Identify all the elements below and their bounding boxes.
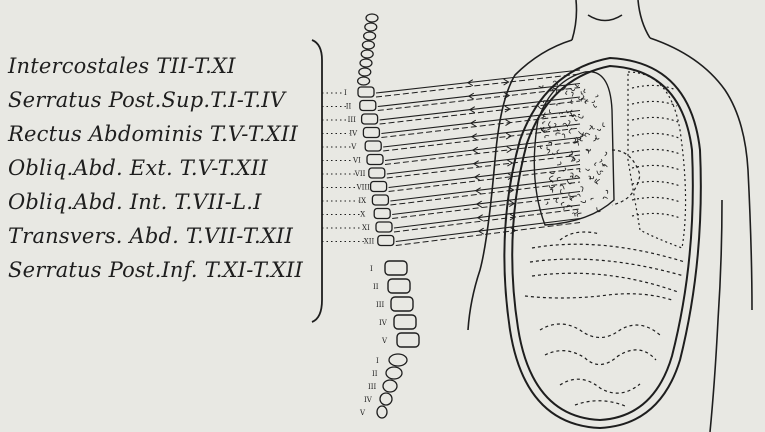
vertebra-numeral: I — [376, 357, 379, 365]
lung-right — [628, 72, 686, 248]
intercostal-nerve-dashed — [385, 142, 580, 165]
vertebra-numeral: VI — [352, 157, 361, 165]
cervical-vertebra — [358, 77, 370, 85]
heart — [612, 150, 640, 205]
intercostal-nerve — [387, 151, 580, 174]
right-flank — [710, 200, 722, 432]
intercostal-nerve — [389, 165, 580, 188]
sacral-vertebra — [380, 393, 392, 405]
left-shoulder — [495, 40, 572, 160]
sacral-vertebra — [386, 367, 402, 379]
lumbar-vertebra — [385, 261, 407, 275]
cervical-vertebra — [359, 68, 371, 76]
thoracic-vertebra — [374, 209, 390, 219]
vertebra-numeral: V — [381, 337, 388, 345]
vertebra-numerals: IIIIIIIVVVIVIIVIIIIXXXIXIIIIIIIIIVVIIIII… — [344, 89, 388, 417]
vertebra-numeral: III — [348, 116, 357, 124]
vertebra-numeral: I — [344, 89, 347, 97]
cervical-vertebra — [366, 14, 378, 22]
intercostal-nerve — [378, 84, 580, 107]
cervical-vertebra — [364, 32, 376, 40]
thoracic-vertebra — [358, 87, 374, 97]
thoracic-vertebra — [360, 101, 376, 111]
lumbar-vertebra — [391, 297, 413, 311]
cervical-vertebra — [360, 59, 372, 67]
arrow-right-icon — [507, 160, 512, 166]
vertebra-numeral: X — [360, 211, 365, 219]
lumbar-vertebra — [388, 279, 410, 293]
thoracic-vertebra — [365, 141, 381, 151]
intercostal-nerve-dashed — [383, 128, 580, 151]
thoracic-vertebra — [376, 222, 392, 232]
vertebra-numeral: V — [359, 409, 366, 417]
intercostal-nerve-dashed — [387, 155, 580, 178]
cavity-outer — [504, 58, 700, 428]
sacral-vertebra — [377, 406, 387, 418]
vertebra-numeral: I — [370, 265, 373, 273]
intercostal-nerve-dashed — [392, 196, 580, 219]
neck-right — [638, 0, 650, 38]
left-flank — [468, 160, 495, 330]
sacral-vertebra — [383, 380, 397, 392]
vertebra-numeral: II — [346, 103, 352, 111]
vertebra-numeral: II — [372, 370, 378, 378]
right-arm — [748, 170, 752, 310]
sacral-vertebra — [389, 354, 407, 366]
thoracic-vertebra — [378, 236, 394, 246]
vertebra-numeral: II — [373, 283, 379, 291]
vertebra-numeral: IV — [379, 319, 388, 327]
vertebra-numeral: III — [368, 383, 377, 391]
abdominal-organs — [525, 232, 685, 406]
intercostal-nerve-dashed — [376, 74, 580, 97]
arrow-right-icon — [507, 147, 512, 153]
label-bracket — [312, 40, 322, 322]
vertebra-numeral: VII — [354, 170, 366, 178]
body-outline — [468, 0, 752, 432]
right-shoulder — [650, 38, 748, 170]
cervical-vertebra — [365, 23, 377, 31]
vertebra-numeral: IX — [358, 197, 366, 205]
thoracic-vertebra — [372, 195, 388, 205]
intercostal-nerve — [392, 192, 580, 215]
vertebra-numeral: XII — [364, 238, 375, 246]
vertebra-numeral: III — [376, 301, 385, 309]
intercostal-nerve-dashed — [390, 182, 580, 205]
lumbar-vertebra — [394, 315, 416, 329]
thoracic-vertebra — [369, 168, 385, 178]
intercostal-nerve — [385, 138, 580, 161]
vertebra-numeral: VIII — [356, 184, 371, 192]
lumbar-vertebra — [397, 333, 419, 347]
thoracic-vertebra — [362, 114, 378, 124]
vertebra-numeral: V — [350, 143, 357, 151]
vertebra-numeral: IV — [364, 396, 373, 404]
thoracic-vertebra — [371, 182, 387, 192]
cervical-vertebra — [362, 41, 374, 49]
thoracic-vertebra — [367, 155, 383, 165]
chin — [588, 15, 622, 21]
neck-left — [572, 0, 577, 40]
trunk-cavity — [504, 58, 700, 428]
spinal-column — [358, 14, 419, 418]
thoracic-vertebra — [363, 128, 379, 138]
vertebra-numeral: XI — [362, 224, 370, 232]
cervical-vertebra — [361, 50, 373, 58]
vertebra-numeral: IV — [349, 130, 358, 138]
